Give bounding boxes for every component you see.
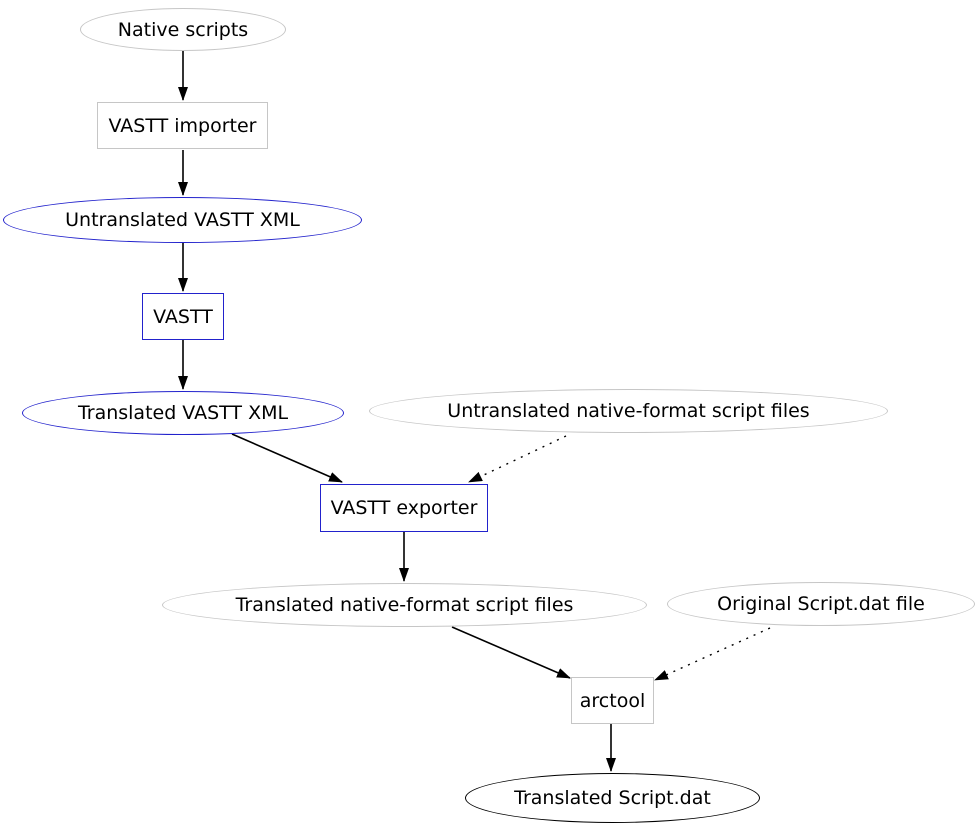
node-vastt: VASTT: [142, 293, 224, 340]
node-untranslated-vastt-xml: Untranslated VASTT XML: [3, 197, 362, 243]
node-untranslated-native-format-script-files: Untranslated native-format script files: [369, 389, 888, 433]
node-vastt-label: VASTT: [153, 305, 213, 328]
node-arctool-label: arctool: [579, 689, 646, 712]
node-untranslated-vastt-xml-label: Untranslated VASTT XML: [65, 209, 300, 231]
node-native-scripts: Native scripts: [80, 8, 286, 51]
node-original-script-dat-file-label: Original Script.dat file: [717, 593, 925, 615]
node-native-scripts-label: Native scripts: [117, 18, 249, 41]
node-vastt-exporter-label: VASTT exporter: [330, 497, 478, 519]
node-translated-vastt-xml-label: Translated VASTT XML: [77, 402, 289, 424]
node-translated-native-format-script-files-label: Translated native-format script files: [235, 594, 574, 616]
node-untranslated-native-format-script-files-label: Untranslated native-format script files: [447, 400, 810, 422]
node-vastt-importer: VASTT importer: [97, 102, 268, 149]
node-arctool: arctool: [571, 677, 654, 724]
edge-translated-vastt-xml-to-vastt-exporter: [231, 433, 343, 483]
node-translated-script-dat-label: Translated Script.dat: [514, 787, 711, 809]
edge-untranslated-native-format-to-vastt-exporter: [468, 435, 567, 483]
edge-translated-native-format-to-arctool: [451, 626, 571, 679]
node-original-script-dat-file: Original Script.dat file: [667, 582, 975, 626]
node-translated-vastt-xml: Translated VASTT XML: [22, 391, 344, 435]
node-translated-native-format-script-files: Translated native-format script files: [162, 583, 647, 627]
node-translated-script-dat: Translated Script.dat: [465, 773, 760, 823]
node-vastt-importer-label: VASTT importer: [108, 114, 257, 137]
edge-original-script-dat-to-arctool: [654, 627, 771, 681]
node-vastt-exporter: VASTT exporter: [320, 484, 488, 532]
